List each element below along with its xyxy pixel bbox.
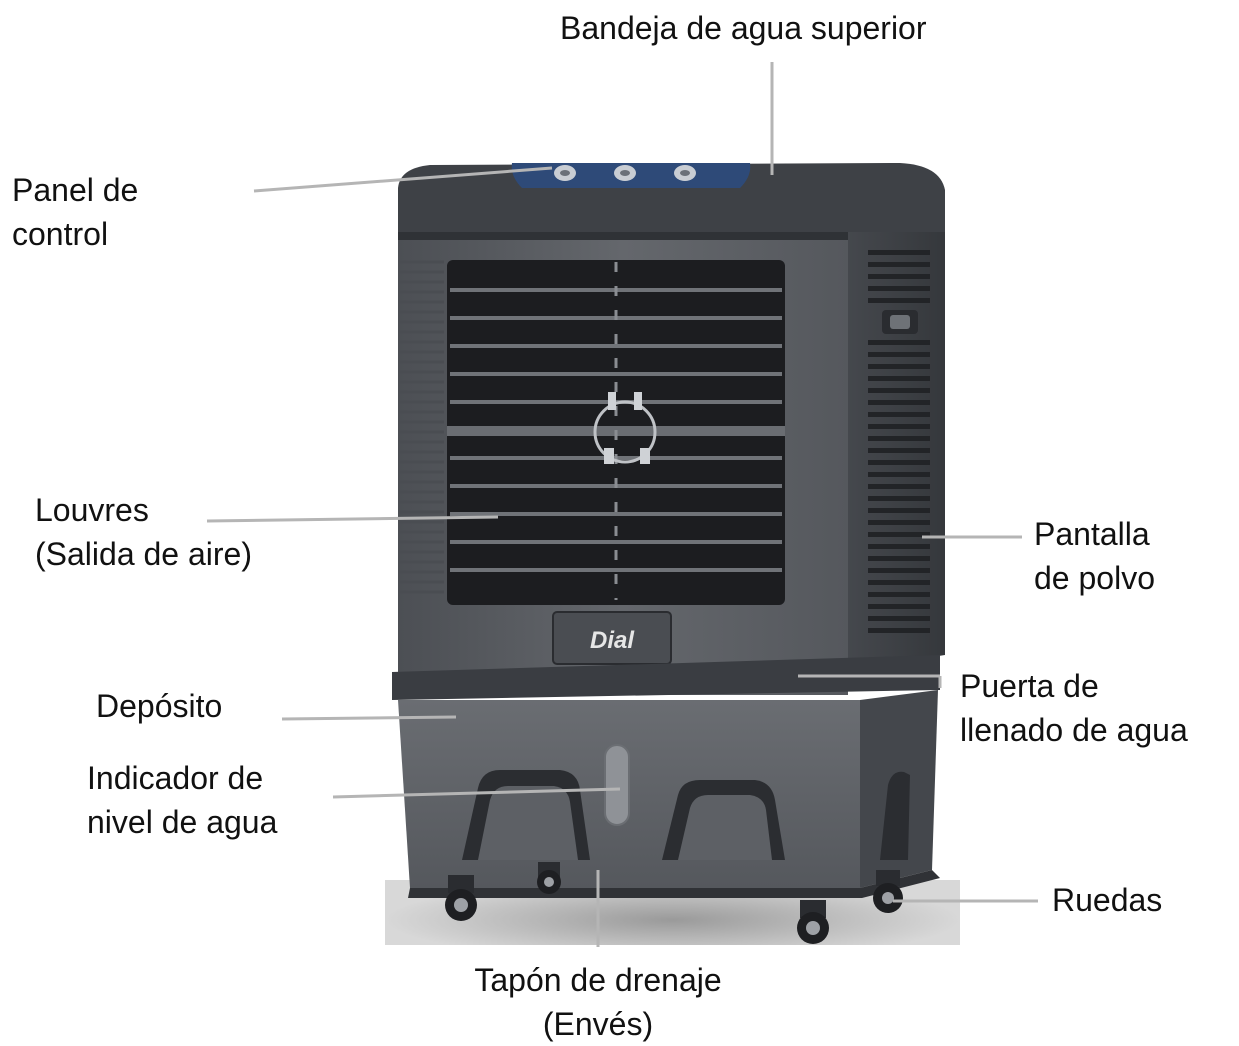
leader-louvres [206,515,499,523]
water-fill-door [392,655,940,700]
label-wheels: Ruedas [1052,882,1163,918]
dust-screen-slots [868,250,930,633]
label-water-fill-door: Puerta de llenado de agua [960,668,1188,748]
label-water-level-indicator: Indicador de nivel de agua [87,760,278,840]
leader-lines [206,62,1038,947]
front-ribs [400,260,444,594]
brand-badge [552,611,672,665]
leader-tank [281,715,457,721]
leader-water-level [332,787,621,799]
label-drain-plug: Tapón de drenaje (Envés) [474,962,722,1042]
brand-logo: Dial [590,627,635,654]
control-knobs [554,165,696,181]
water-level-indicator [604,744,630,826]
label-tank: Depósito [96,688,223,724]
side-handle [882,310,918,334]
label-dust-screen: Pantalla de polvo [1034,516,1155,596]
label-louvres: Louvres (Salida de aire) [35,492,252,572]
leader-control-panel [253,166,553,193]
label-control-panel: Panel de control [12,172,139,252]
wheels [445,862,903,944]
fan [593,392,657,464]
label-top-water-tray: Bandeja de agua superior [560,10,927,46]
